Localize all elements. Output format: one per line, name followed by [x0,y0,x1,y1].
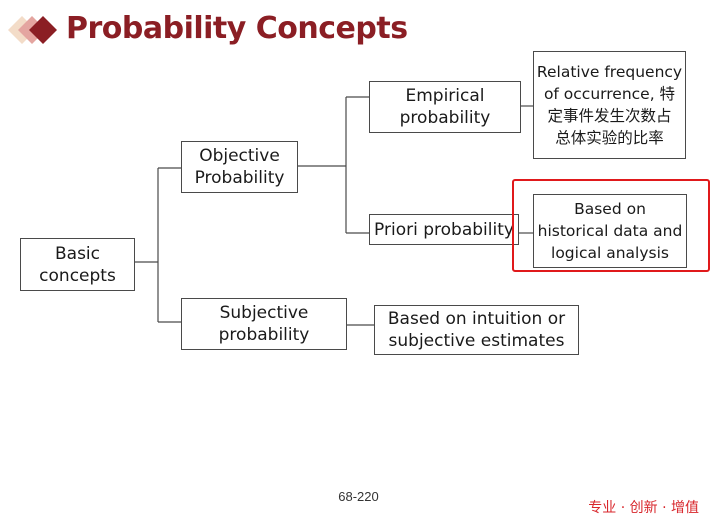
node-priori-probability-label: Priori probability [374,219,514,240]
node-empirical-probability-label: Empirical probability [399,86,491,128]
node-intuition-label: Based on intuition or subjective estimat… [387,309,566,351]
node-relative-frequency-label: Relative frequency of occurrence, 特 定事件发… [536,63,683,147]
node-subjective-probability: Subjective probability [181,298,347,350]
node-objective-probability: Objective Probability [181,141,298,193]
node-intuition: Based on intuition or subjective estimat… [374,305,579,355]
node-historical-data-label: Based on historical data and logical ana… [537,200,683,262]
node-historical-data: Based on historical data and logical ana… [533,194,687,268]
diamond-logo-icon [8,16,57,44]
footer-slogan: 专业 · 创新 · 增值 [588,500,699,516]
node-subjective-probability-label: Subjective probability [218,303,310,345]
page-title: Probability Concepts [66,11,408,46]
node-priori-probability: Priori probability [369,214,519,245]
highlight-box [512,179,710,272]
node-objective-probability-label: Objective Probability [194,146,285,188]
node-basic-concepts-label: Basic concepts [39,243,116,286]
page-number: 68-220 [338,489,379,504]
node-empirical-probability: Empirical probability [369,81,521,133]
node-relative-frequency: Relative frequency of occurrence, 特 定事件发… [533,51,686,159]
node-basic-concepts: Basic concepts [20,238,135,291]
